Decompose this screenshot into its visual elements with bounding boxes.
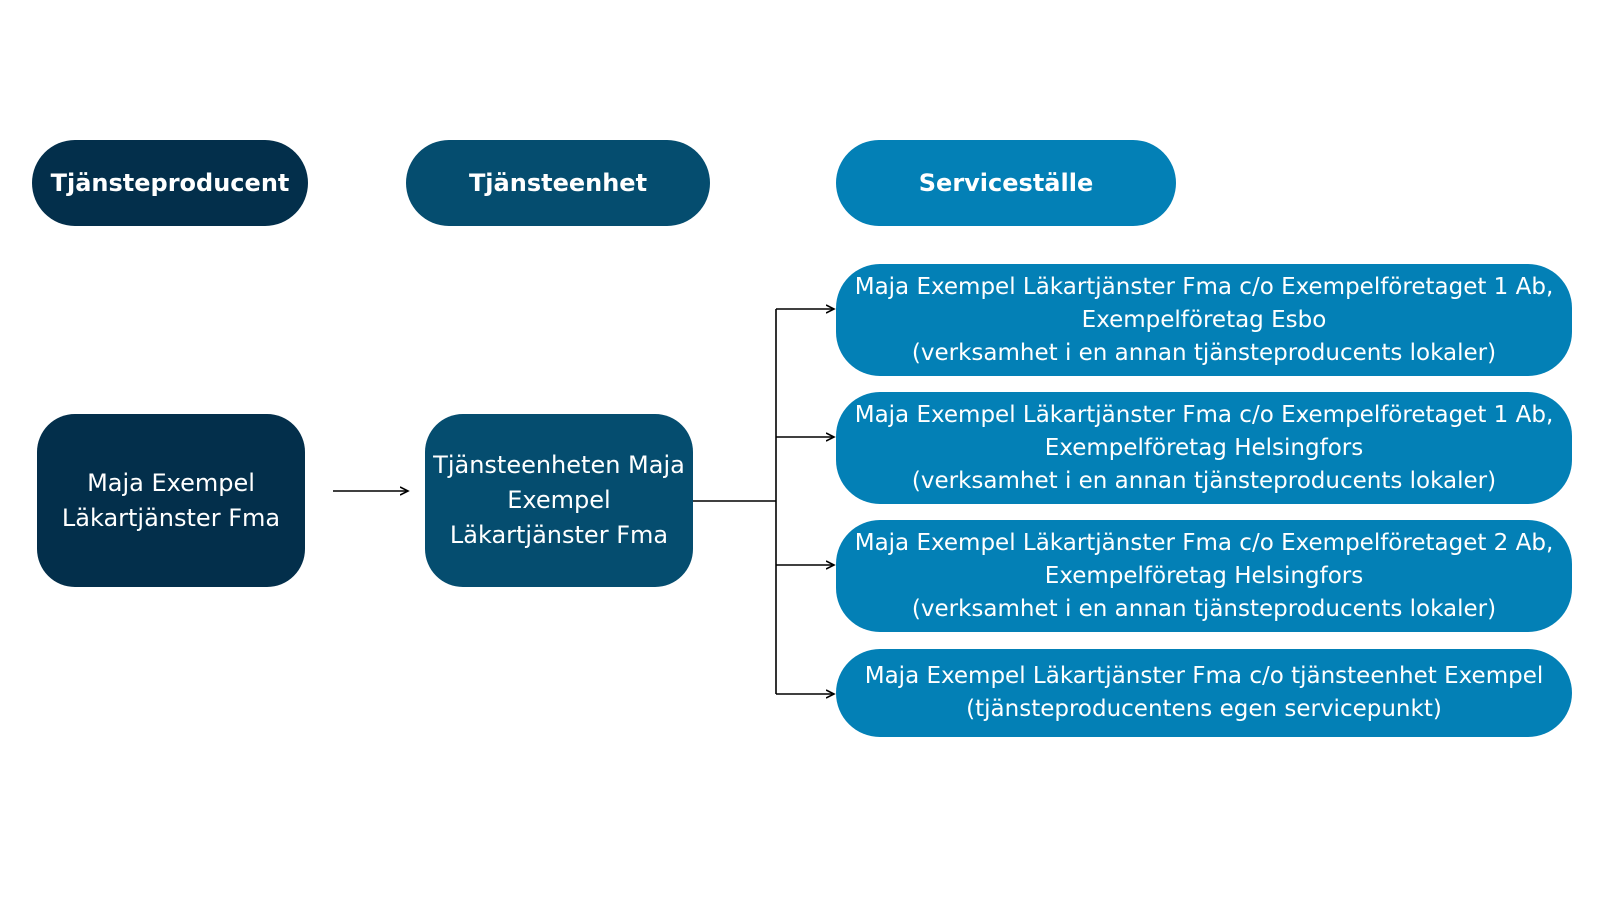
service-point-text: Maja Exempel Läkartjänster Fma c/o Exemp… [855, 399, 1554, 498]
service-point-line: Maja Exempel Läkartjänster Fma c/o Exemp… [854, 401, 1554, 428]
service-point-line: (verksamhet i en annan tjänsteproducents… [911, 339, 1497, 366]
header-tjansteenhet: Tjänsteenhet [406, 140, 710, 226]
unit-line: Tjänsteenheten Maja [433, 451, 685, 479]
producer-line: Maja Exempel [87, 468, 255, 497]
producer-line: Läkartjänster Fma [61, 503, 281, 532]
service-point-node: Maja Exempel Läkartjänster Fma c/o Exemp… [836, 392, 1572, 504]
producer-node-text: Maja Exempel Läkartjänster Fma [62, 466, 280, 536]
header-tjansteproducent-label: Tjänsteproducent [50, 169, 290, 197]
service-point-line: Exempelföretag Helsingfors [1044, 434, 1364, 461]
service-point-text: Maja Exempel Läkartjänster Fma c/o Exemp… [855, 271, 1554, 370]
unit-line: Exempel [507, 486, 611, 514]
producer-node: Maja Exempel Läkartjänster Fma [37, 414, 305, 587]
header-tjansteenhet-label: Tjänsteenhet [468, 169, 648, 197]
service-point-line: (verksamhet i en annan tjänsteproducents… [911, 467, 1497, 494]
service-point-line: Exempelföretag Helsingfors [1044, 562, 1364, 589]
header-tjansteproducent: Tjänsteproducent [32, 140, 308, 226]
service-point-node: Maja Exempel Läkartjänster Fma c/o Exemp… [836, 520, 1572, 632]
service-point-line: (verksamhet i en annan tjänsteproducents… [911, 595, 1497, 622]
service-point-node: Maja Exempel Läkartjänster Fma c/o tjäns… [836, 649, 1572, 737]
service-point-line: (tjänsteproducentens egen servicepunkt) [966, 696, 1442, 722]
service-point-text: Maja Exempel Läkartjänster Fma c/o Exemp… [855, 527, 1554, 626]
unit-line: Läkartjänster Fma [449, 521, 669, 549]
service-point-line: Maja Exempel Läkartjänster Fma c/o tjäns… [864, 663, 1544, 689]
header-servicestalle-label: Serviceställe [918, 169, 1094, 197]
service-point-text: Maja Exempel Läkartjänster Fma c/o tjäns… [865, 660, 1544, 726]
unit-node: Tjänsteenheten Maja Exempel Läkartjänste… [425, 414, 693, 587]
service-point-line: Maja Exempel Läkartjänster Fma c/o Exemp… [854, 529, 1554, 556]
unit-node-text: Tjänsteenheten Maja Exempel Läkartjänste… [433, 448, 685, 553]
service-point-node: Maja Exempel Läkartjänster Fma c/o Exemp… [836, 264, 1572, 376]
service-point-line: Exempelföretag Esbo [1081, 306, 1327, 333]
service-point-line: Maja Exempel Läkartjänster Fma c/o Exemp… [854, 273, 1554, 300]
header-servicestalle: Serviceställe [836, 140, 1176, 226]
